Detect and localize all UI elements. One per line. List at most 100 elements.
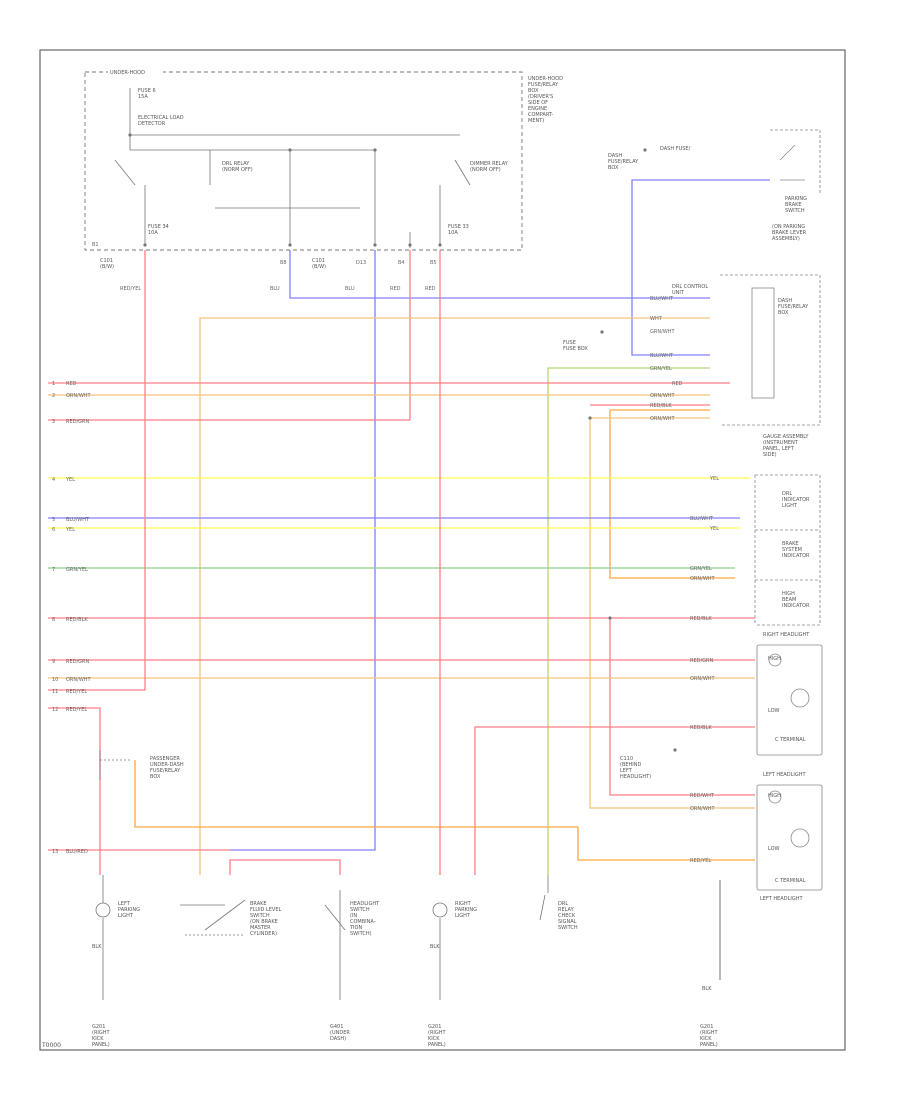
svg-text:G201: G201	[700, 1024, 713, 1030]
svg-text:DRL: DRL	[782, 491, 792, 497]
svg-text:(UNDER: (UNDER	[330, 1030, 350, 1036]
svg-text:BLU/WHT: BLU/WHT	[650, 353, 674, 359]
svg-text:PANEL, LEFT: PANEL, LEFT	[763, 446, 795, 452]
svg-text:(IN: (IN	[350, 913, 357, 919]
svg-text:10A: 10A	[148, 230, 158, 236]
svg-text:C TERMINAL: C TERMINAL	[775, 878, 806, 884]
svg-text:(NORM OFF): (NORM OFF)	[222, 167, 253, 173]
svg-text:(RIGHT: (RIGHT	[92, 1030, 111, 1036]
svg-text:12: 12	[52, 707, 58, 713]
outer-frame	[39, 49, 846, 1051]
svg-text:PANEL): PANEL)	[700, 1042, 718, 1048]
svg-text:WHT: WHT	[650, 316, 663, 322]
svg-text:COMBINA-: COMBINA-	[350, 919, 376, 925]
svg-text:RED/GRN: RED/GRN	[690, 658, 714, 664]
svg-text:DIMMER RELAY: DIMMER RELAY	[470, 161, 509, 167]
svg-text:13: 13	[52, 849, 58, 855]
svg-text:BOX: BOX	[150, 774, 161, 780]
svg-text:C101: C101	[100, 258, 113, 264]
svg-text:G201: G201	[428, 1024, 441, 1030]
svg-text:(B/W): (B/W)	[312, 264, 326, 270]
right-wire-labels: BLU/WHT WHT GRN/WHT BLU/WHT GRN/YEL RED …	[120, 286, 719, 864]
svg-text:INDICATOR: INDICATOR	[782, 553, 810, 559]
svg-text:HIGH: HIGH	[768, 793, 781, 799]
svg-text:BLU: BLU	[270, 286, 280, 292]
wire-red-yel	[48, 250, 146, 691]
svg-text:FUSE 33: FUSE 33	[448, 224, 469, 230]
underhood-fuse-relay-box	[84, 71, 523, 251]
svg-text:INDICATOR: INDICATOR	[782, 497, 810, 503]
svg-text:LEFT HEADLIGHT: LEFT HEADLIGHT	[760, 896, 803, 902]
svg-text:BLK: BLK	[430, 944, 440, 950]
svg-text:15A: 15A	[138, 94, 148, 100]
svg-text:KICK: KICK	[92, 1036, 104, 1042]
svg-text:BOX: BOX	[778, 310, 789, 316]
footer-code: T0000	[42, 1042, 61, 1049]
svg-text:LIGHT: LIGHT	[782, 503, 798, 509]
svg-text:ENGINE: ENGINE	[528, 106, 547, 112]
svg-text:HIGH: HIGH	[782, 591, 795, 597]
svg-text:(RIGHT: (RIGHT	[700, 1030, 719, 1036]
right-components	[720, 129, 823, 891]
svg-text:BOX: BOX	[528, 88, 539, 94]
svg-text:BOX: BOX	[608, 165, 619, 171]
svg-text:RIGHT HEADLIGHT: RIGHT HEADLIGHT	[763, 632, 810, 638]
svg-text:LEFT: LEFT	[118, 901, 131, 907]
svg-text:(INSTRUMENT: (INSTRUMENT	[763, 440, 799, 446]
wires	[48, 179, 770, 980]
svg-text:BLK: BLK	[702, 986, 712, 992]
svg-text:LIGHT: LIGHT	[455, 913, 471, 919]
wire-blu-wht-parking-brake	[631, 179, 770, 356]
svg-text:FUSE/RELAY: FUSE/RELAY	[528, 82, 559, 88]
svg-text:SWITCH: SWITCH	[785, 208, 805, 214]
svg-text:C101: C101	[312, 258, 325, 264]
svg-text:PARKING: PARKING	[785, 196, 807, 202]
svg-text:FLUID LEVEL: FLUID LEVEL	[250, 907, 282, 913]
svg-text:3: 3	[52, 419, 55, 425]
svg-text:ORN/WHT: ORN/WHT	[690, 576, 716, 582]
svg-text:DRL: DRL	[558, 901, 568, 907]
svg-text:GRN/YEL: GRN/YEL	[66, 567, 88, 573]
svg-text:ORN/WHT: ORN/WHT	[650, 416, 676, 422]
svg-text:LEFT: LEFT	[620, 768, 633, 774]
svg-text:RED/YEL: RED/YEL	[120, 286, 141, 292]
svg-text:RED: RED	[672, 381, 683, 387]
svg-text:ORN/WHT: ORN/WHT	[690, 676, 716, 682]
svg-text:MASTER: MASTER	[250, 925, 271, 931]
svg-text:BRAKE: BRAKE	[782, 541, 799, 547]
svg-text:ORN/WHT: ORN/WHT	[650, 393, 676, 399]
bottom-labels: LEFT PARKING LIGHT BLK G201 (RIGHT KICK …	[92, 756, 719, 1048]
svg-text:SWITCH: SWITCH	[250, 913, 270, 919]
svg-text:RED: RED	[390, 286, 401, 292]
svg-text:FUSE 6: FUSE 6	[138, 88, 156, 94]
wire-grn-yel	[547, 367, 710, 875]
svg-text:PANEL): PANEL)	[92, 1042, 110, 1048]
svg-text:11: 11	[52, 689, 58, 695]
svg-text:TION: TION	[349, 925, 362, 931]
svg-text:RED: RED	[66, 381, 77, 387]
right-component-labels: DASH FUSE/ DASH FUSE/RELAY BOX PARKING B…	[563, 146, 810, 902]
svg-text:ORN/WHT: ORN/WHT	[66, 677, 92, 683]
svg-text:KICK: KICK	[428, 1036, 440, 1042]
svg-text:C TERMINAL: C TERMINAL	[775, 737, 806, 743]
svg-text:RED/YEL: RED/YEL	[690, 858, 711, 864]
svg-text:FUSE/RELAY: FUSE/RELAY	[778, 304, 809, 310]
svg-text:ASSEMBLY): ASSEMBLY)	[772, 236, 800, 242]
svg-text:D13: D13	[356, 260, 366, 266]
svg-text:ORN/WHT: ORN/WHT	[690, 806, 716, 812]
svg-text:RELAY: RELAY	[558, 907, 575, 913]
svg-text:ELECTRICAL LOAD: ELECTRICAL LOAD	[138, 115, 184, 121]
svg-text:SIDE): SIDE)	[763, 452, 777, 458]
svg-text:PARKING: PARKING	[455, 907, 477, 913]
svg-text:DASH: DASH	[608, 153, 622, 159]
svg-text:C110: C110	[620, 756, 633, 762]
svg-text:8: 8	[52, 617, 55, 623]
svg-text:(BEHIND: (BEHIND	[620, 762, 642, 768]
svg-text:YEL: YEL	[709, 526, 719, 532]
svg-text:RED/BLK: RED/BLK	[650, 403, 672, 409]
svg-text:MENT): MENT)	[528, 118, 544, 124]
svg-text:1: 1	[52, 381, 55, 387]
svg-text:YEL: YEL	[65, 477, 75, 483]
